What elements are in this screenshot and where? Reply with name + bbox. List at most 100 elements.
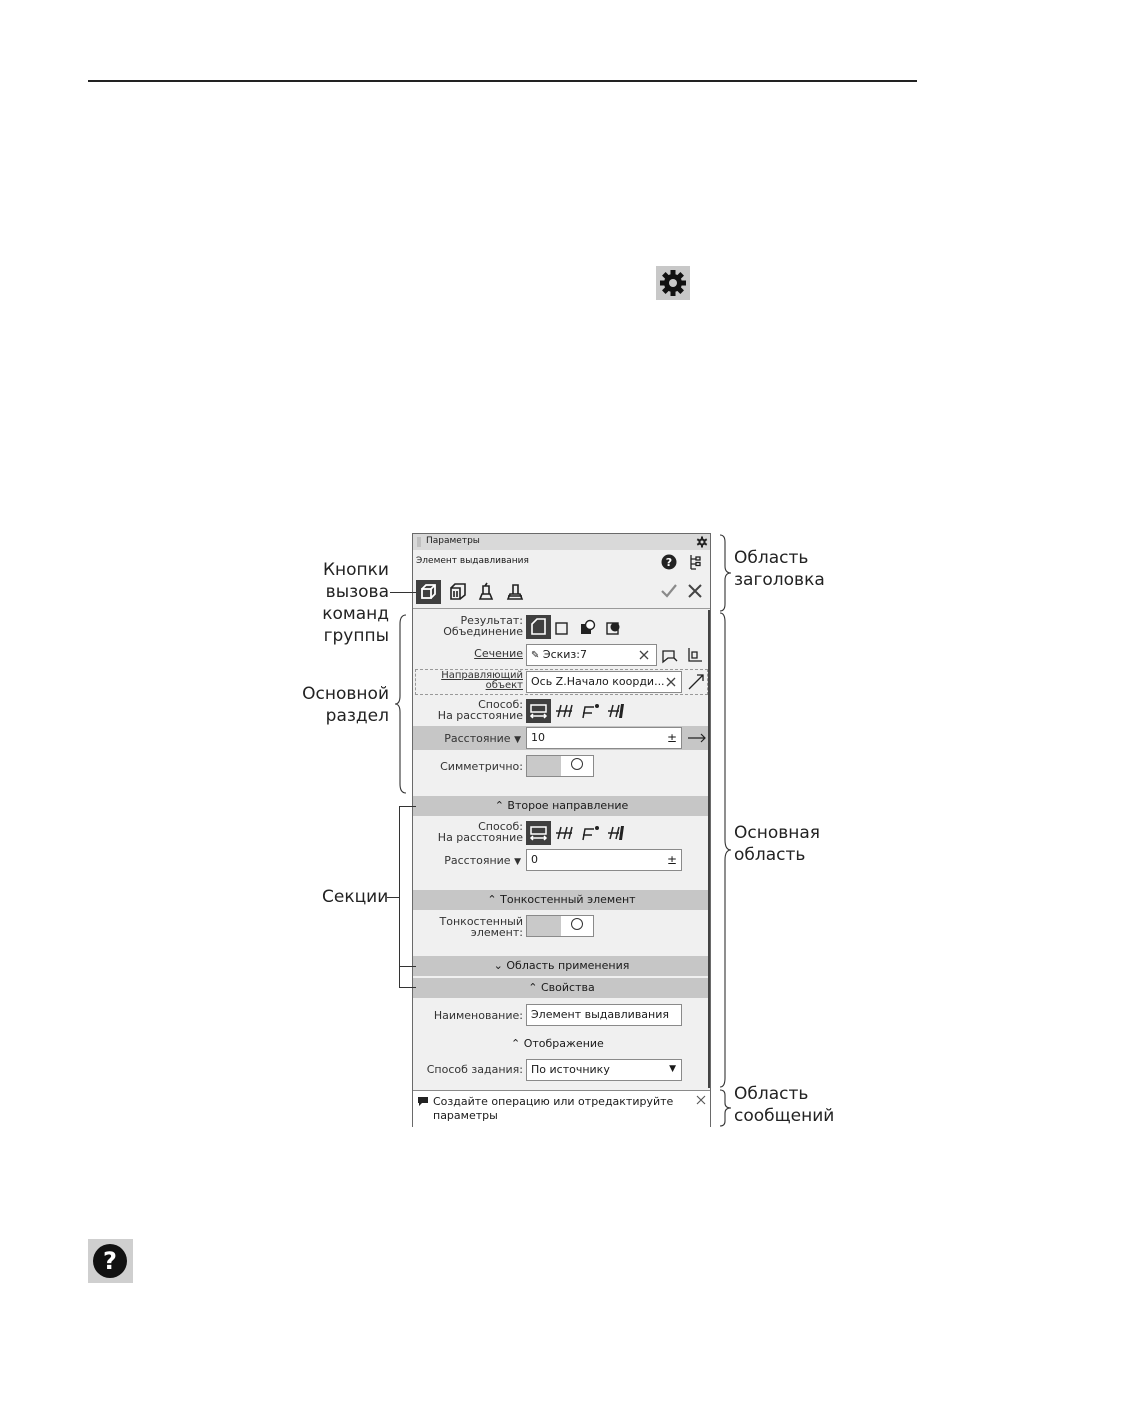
dropdown-triangle-icon[interactable]: ▼ [514,857,521,867]
chevron-up-icon: ⌃ [494,799,504,812]
header-divider [413,608,710,609]
thin-wall-toggle[interactable] [526,915,594,937]
distance-value: 10 [531,731,545,744]
sections-tick [399,966,416,967]
message-line1: Создайте операцию или отредактируйте [433,1095,674,1108]
group-button-thin-wall[interactable] [446,580,471,604]
thin-wall-label-line1: Тонкостенный [439,915,523,928]
drag-grip-icon[interactable] [417,537,421,547]
parameters-panel: Параметры Элемент выдавливания ? [412,533,711,1127]
clear-guide-icon[interactable] [665,676,677,688]
callout-header-area-line1: Область [734,548,809,568]
callout-leader-line [387,897,400,898]
plus-minus-button[interactable]: ± [667,731,678,745]
second-method-distance-button[interactable] [526,821,551,845]
panel-titlebar: Параметры [413,534,710,550]
spec-method-value: По источнику [531,1063,610,1076]
callout-sections: Секции [322,887,389,907]
group-button-scope[interactable] [474,580,499,604]
thin-wall-label-line2: элемент: [470,926,523,939]
result-new-body-icon[interactable] [554,620,570,636]
section-label[interactable]: Сечение [474,647,523,660]
bracket-message-area [719,1089,732,1127]
message-line2: параметры [433,1109,498,1122]
sketch-edit-icon[interactable] [686,646,704,664]
callout-group-buttons-line2: команд группы [322,604,389,646]
cancel-close-icon[interactable] [685,581,705,601]
callout-main-section-line1: Основной [302,684,389,704]
panel-title: Параметры [426,536,480,546]
thin-wall-title: Тонкостенный элемент [500,893,636,906]
page-top-rule [88,80,917,82]
section-field[interactable]: ✎ Эскиз:7 [526,644,657,666]
settings-gear-icon[interactable] [696,536,708,548]
clear-section-icon[interactable] [638,649,650,661]
scrollbar[interactable] [708,610,710,1088]
sections-tick [399,987,416,988]
second-method-to-surface-icon[interactable] [606,824,626,842]
distance-input[interactable]: 10 [526,727,682,749]
second-direction-title: Второе направление [507,799,629,812]
guide-label-line1[interactable]: Направляющий [441,670,523,681]
help-icon: ? [88,1239,133,1283]
guide-label-line2[interactable]: объект [485,680,523,691]
symmetric-toggle[interactable] [526,755,594,777]
method-to-vertex-icon[interactable] [580,702,600,720]
ok-check-icon[interactable] [659,581,679,601]
callout-main-area-line1: Основная [734,823,821,843]
method-through-all-icon[interactable] [554,702,574,720]
dropdown-triangle-icon: ▼ [669,1064,676,1074]
name-value: Элемент выдавливания [531,1008,669,1021]
result-subtract-icon[interactable] [579,618,597,636]
result-label: Результат: [460,614,523,627]
callout-main-section-line2: раздел [325,706,389,726]
section-scope-header[interactable]: ⌄ Область применения [413,956,710,976]
section-thin-wall-header[interactable]: ⌃ Тонкостенный элемент [413,890,710,910]
display-title: Отображение [523,1037,604,1050]
second-distance-label: Расстояние [444,854,511,867]
second-method-through-all-icon[interactable] [554,824,574,842]
sections-tick [399,806,416,807]
tree-icon[interactable] [688,554,702,570]
section-second-direction-header[interactable]: ⌃ Второе направление [413,796,710,816]
spec-method-label: Способ задания: [426,1063,523,1076]
spec-method-select[interactable]: По источнику ▼ [526,1059,682,1081]
guide-object-value: Ось Z.Начало коорди... [531,675,665,688]
properties-title: Свойства [540,981,595,994]
callout-group-buttons: Кнопки вызова команд группы [258,559,389,647]
message-area: Создайте операцию или отредактируйте пар… [413,1090,710,1127]
panel-subtitle: Элемент выдавливания [416,556,529,566]
callout-leader-line [390,592,416,593]
method-to-surface-icon[interactable] [606,702,626,720]
callout-message-area-line2: сообщений [734,1106,835,1126]
result-intersect-icon[interactable] [605,618,623,636]
method-distance-button[interactable] [526,699,551,723]
second-distance-input[interactable]: 0 [526,849,682,871]
second-method-label: Способ: [478,820,523,833]
name-input[interactable]: Элемент выдавливания [526,1004,682,1026]
callout-main-area: Основная область [734,822,820,866]
section-properties-header[interactable]: ⌃ Свойства [413,978,710,998]
message-icon [418,1097,428,1106]
toggle-off-icon [571,758,583,770]
callout-group-buttons-line1: Кнопки вызова [322,560,389,602]
guide-object-field[interactable]: Ось Z.Начало коорди... [526,671,682,693]
select-sketch-icon[interactable] [661,646,679,664]
callout-message-area-line1: Область [734,1084,809,1104]
bracket-header-area [719,534,732,612]
distance-label: Расстояние [444,732,511,745]
arrow-right-icon[interactable] [687,732,707,744]
symmetric-label: Симметрично: [440,760,523,773]
help-icon[interactable]: ? [661,554,677,570]
scope-title: Область применения [506,959,630,972]
group-button-parameters[interactable] [416,580,441,604]
section-value: Эскиз:7 [542,648,587,661]
result-union-button[interactable] [526,615,551,639]
close-message-icon[interactable] [696,1095,706,1105]
display-subsection-header[interactable]: ⌃ Отображение [511,1037,604,1050]
second-method-to-vertex-icon[interactable] [580,824,600,842]
group-button-properties[interactable] [503,580,528,604]
direction-arrow-icon[interactable] [687,673,705,691]
dropdown-triangle-icon[interactable]: ▼ [514,735,521,745]
second-plus-minus-button[interactable]: ± [667,853,678,867]
